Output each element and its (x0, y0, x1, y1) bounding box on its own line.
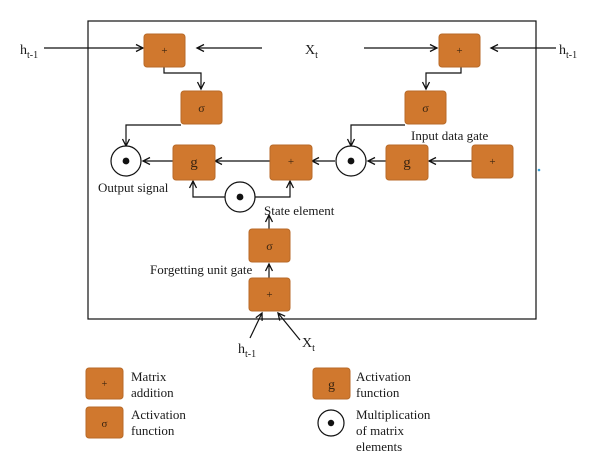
g-symbol-right: g (403, 155, 411, 171)
legend-g-symbol: g (328, 378, 335, 393)
forget-gate-label: Forgetting unit gate (150, 262, 253, 277)
legend-g-box (312, 367, 351, 400)
plus-symbol-right: + (489, 156, 495, 168)
arrow-sigma-to-output-mult (121, 124, 181, 148)
g-box-center (172, 144, 216, 181)
arrow-state-mult-to-g (188, 179, 226, 198)
box-symbols: + + σ σ g + g + σ + + σ g (102, 45, 496, 430)
legend-sigma-box (85, 406, 124, 439)
arrow-plus-to-sigma-right (421, 67, 462, 91)
stray-dot (537, 168, 541, 172)
legend-plus-symbol: + (102, 379, 108, 390)
plus-box-right (471, 144, 514, 179)
output-signal-label: Output signal (98, 180, 169, 195)
legend-plus-box (85, 367, 124, 400)
plus-box-top-right (438, 33, 481, 68)
sigma-box-left (180, 90, 223, 125)
x-top-label: Xt (305, 43, 318, 61)
legend-activation-sigma-text: Activation function (131, 407, 186, 438)
sigma-symbol-right: σ (422, 101, 429, 115)
h-left-label: ht-1 (20, 43, 38, 61)
sigma-symbol-left: σ (198, 101, 205, 115)
frame (87, 20, 537, 320)
arrow-state-mult-to-plus (255, 179, 295, 198)
plus-symbol-top-right: + (456, 45, 462, 57)
arrow-sigma-to-input-mult (346, 124, 405, 148)
sigma-box-right (404, 90, 447, 125)
operator-boxes (85, 33, 514, 439)
plus-symbol-center: + (288, 156, 294, 168)
state-element-label: State element (264, 203, 335, 218)
plus-box-center (269, 144, 313, 181)
multiplication-dots (122, 157, 355, 427)
plus-box-top-left (143, 33, 186, 68)
x-bottom-label: Xt (302, 336, 315, 354)
g-box-right (385, 144, 429, 181)
arrow-plus-to-sigma-left (163, 67, 206, 91)
component-labels: Input data gate Output signal State elem… (98, 128, 488, 277)
arrow-h-bottom-to-plus (249, 311, 263, 339)
variable-labels: ht-1 Xt ht-1 ht-1 Xt (20, 43, 577, 360)
legend-matrix-addition-text: Matrix addition (131, 369, 174, 400)
h-bottom-label: ht-1 (238, 342, 256, 360)
sigma-symbol-bottom: σ (266, 239, 273, 253)
h-right-label: ht-1 (559, 43, 577, 61)
arrow-x-bottom-to-plus (277, 311, 301, 341)
g-symbol-center: g (190, 155, 198, 171)
legend-multiplication-text: Multiplication of matrix elements (356, 407, 431, 454)
plus-box-bottom (248, 277, 291, 312)
sigma-box-bottom (248, 228, 291, 263)
plus-symbol-top-left: + (161, 45, 167, 57)
connectors (44, 43, 556, 341)
legend-activation-g-text: Activation function (356, 369, 411, 400)
legend-sigma-symbol: σ (102, 418, 108, 430)
plus-symbol-bottom: + (266, 289, 272, 301)
input-gate-label: Input data gate (411, 128, 488, 143)
